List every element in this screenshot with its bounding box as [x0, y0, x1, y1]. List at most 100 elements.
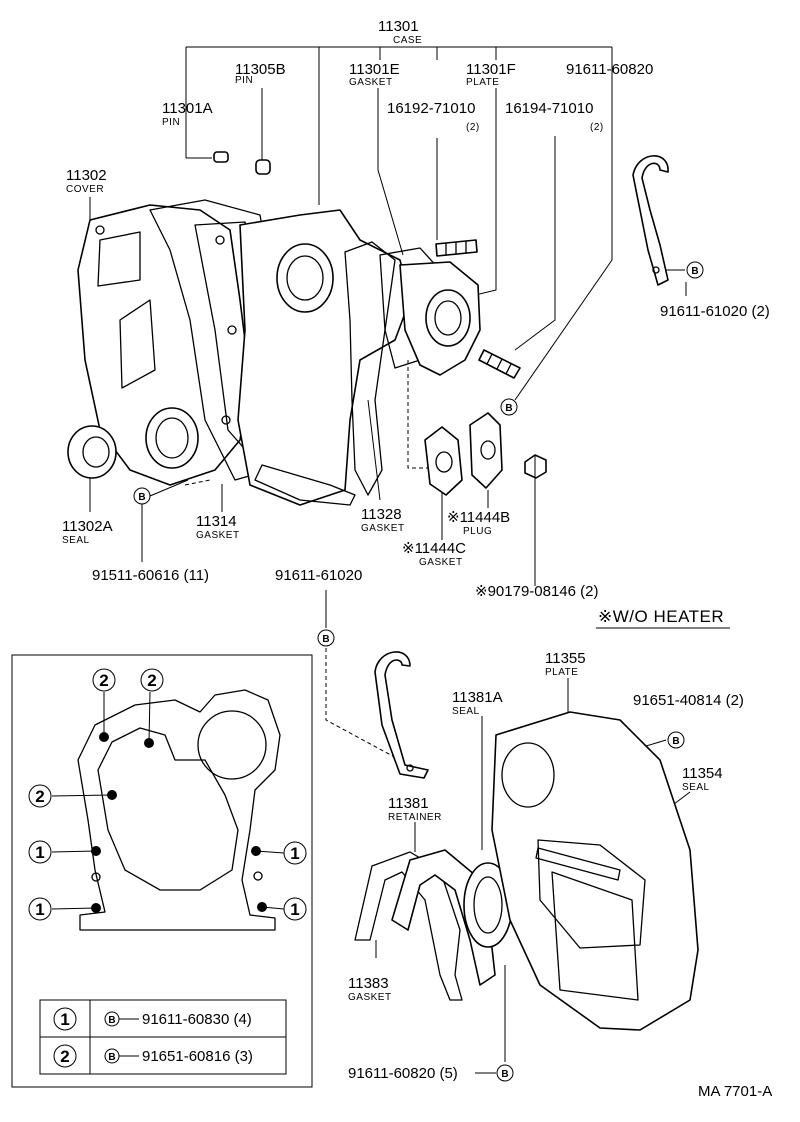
label-bolt-top-number: 91611-60820: [566, 61, 653, 78]
label-11301f-name: PLATE: [466, 77, 499, 88]
label-bolt-bottom-number: 91611-60820 (5): [348, 1065, 458, 1082]
inset-bolt-holes: [91, 732, 267, 913]
label-11305b-name: PIN: [235, 75, 253, 86]
gasket-11383-drawing: [354, 851, 463, 1001]
b-callout-bolt-plate: B: [667, 731, 685, 749]
label-bolt-mid-number: 91611-61020: [275, 567, 362, 584]
label-bolt-cover-number: 91511-60616 (11): [92, 567, 209, 584]
svg-text:1: 1: [290, 844, 299, 863]
inset-legend-table: 1 B 91611-60830 (4) 2 B 91651-60816 (3): [39, 999, 287, 1075]
label-11301e-number: 11301E: [349, 61, 400, 78]
inset-marker-1-left-upper: 1: [28, 840, 52, 864]
svg-text:B: B: [138, 492, 145, 503]
legend-row-1-part: 91611-60830 (4): [142, 1011, 252, 1028]
label-bolt-plate-number: 91651-40814 (2): [633, 692, 744, 709]
gasket-11444c-drawing: [424, 426, 463, 496]
label-11301-number: 11301: [378, 18, 419, 35]
svg-text:B: B: [691, 266, 698, 277]
svg-text:B: B: [672, 736, 679, 747]
label-11302a-name: SEAL: [62, 535, 90, 546]
legend-row-1-b: B: [108, 1015, 115, 1026]
svg-text:1: 1: [290, 900, 299, 919]
label-11301a-name: PIN: [162, 117, 180, 128]
label-11328-number: 11328: [361, 506, 402, 523]
label-11381-number: 11381: [388, 795, 429, 812]
part-labels: 11301 CASE 11305B PIN 11301E GASKET 1130…: [62, 18, 772, 1100]
pin-11305b-drawing: [255, 159, 271, 175]
label-bolt-heater-number: ※90179-08146 (2): [475, 583, 599, 600]
case-leader-bracket: [185, 46, 613, 205]
inset-marker-2-top-left: 2: [92, 668, 116, 692]
svg-text:B: B: [322, 634, 329, 645]
svg-text:1: 1: [35, 900, 44, 919]
inset-marker-2-top-right: 2: [140, 668, 164, 692]
heater-note: ※W/O HEATER: [598, 607, 724, 626]
label-11444c-number: ※11444C: [402, 540, 466, 557]
label-11444b-name: PLUG: [463, 526, 492, 537]
label-11301e-name: GASKET: [349, 77, 393, 88]
b-callout-bolt-bottom: B: [496, 1064, 514, 1082]
stud-16194-drawing: [478, 349, 521, 379]
label-stud2-qty: (2): [590, 122, 604, 133]
legend-row-2: 2 B 91651-60816 (3): [53, 1044, 253, 1068]
timing-case-drawing: [237, 209, 411, 506]
label-stud1-qty: (2): [466, 122, 480, 133]
label-11381a-number: 11381A: [452, 689, 503, 706]
label-11354-name: SEAL: [682, 782, 710, 793]
stud-16192-drawing: [435, 239, 478, 257]
legend-row-1: 1 B 91611-60830 (4): [53, 1007, 252, 1031]
svg-text:2: 2: [147, 671, 156, 690]
b-callout-bolt-mid: B: [317, 629, 335, 647]
plate-11355-drawing: [491, 711, 699, 1031]
plug-11444b-drawing: [469, 412, 503, 489]
seal-11302a-drawing: [67, 425, 117, 479]
legend-row-2-part: 91651-60816 (3): [142, 1048, 253, 1065]
svg-text:2: 2: [35, 787, 44, 806]
label-11302a-number: 11302A: [62, 518, 113, 535]
label-11444c-name: GASKET: [419, 557, 463, 568]
legend-row-1-key: 1: [60, 1010, 69, 1029]
label-11314-number: 11314: [196, 513, 237, 530]
label-11444b-number: ※11444B: [447, 509, 510, 526]
label-11383-name: GASKET: [348, 992, 392, 1003]
svg-text:2: 2: [99, 671, 108, 690]
label-11354-number: 11354: [682, 765, 723, 782]
seal-11354-drawing: [535, 847, 621, 881]
b-callouts: B B B B B B: [133, 261, 704, 1082]
pin-11301a-drawing: [213, 151, 229, 163]
label-11355-number: 11355: [545, 650, 586, 667]
label-11301-name: CASE: [393, 35, 422, 46]
label-11302-name: COVER: [66, 184, 104, 195]
label-11328-name: GASKET: [361, 523, 405, 534]
label-11301f-number: 11301F: [466, 61, 516, 78]
label-11301a-number: 11301A: [162, 100, 213, 117]
label-11302-number: 11302: [66, 167, 107, 184]
bracket-lower-drawing: [374, 651, 429, 779]
svg-text:B: B: [501, 1069, 508, 1080]
plate-11301f-drawing: [399, 261, 481, 376]
label-bracket-bolt-number: 91611-61020 (2): [660, 303, 770, 320]
legend-row-2-key: 2: [60, 1047, 69, 1066]
label-11355-name: PLATE: [545, 667, 578, 678]
legend-row-2-b: B: [108, 1052, 115, 1063]
label-stud1-number: 16192-71010: [387, 100, 475, 117]
label-11305b-number: 11305B: [235, 61, 286, 78]
b-callout-bracket-bolt: B: [686, 261, 704, 279]
label-11381-name: RETAINER: [388, 812, 442, 823]
b-callout-bolt-top: B: [500, 398, 518, 416]
bolt-90179-drawing: [524, 454, 547, 479]
label-11314-name: GASKET: [196, 530, 240, 541]
timing-cover-drawing: [77, 204, 251, 486]
label-11383-number: 11383: [348, 975, 389, 992]
inset-marker-2-left: 2: [28, 784, 52, 808]
inset-marker-1-right-upper: 1: [283, 841, 307, 865]
svg-text:B: B: [505, 403, 512, 414]
inset-marker-leaders: [51, 691, 285, 910]
svg-text:1: 1: [35, 843, 44, 862]
bracket-top-drawing: [632, 155, 669, 286]
inset-marker-1-right-lower: 1: [283, 897, 307, 921]
inset-frame: [11, 654, 313, 1088]
label-11381a-name: SEAL: [452, 706, 480, 717]
drawing-id: MA 7701-A: [698, 1083, 772, 1100]
